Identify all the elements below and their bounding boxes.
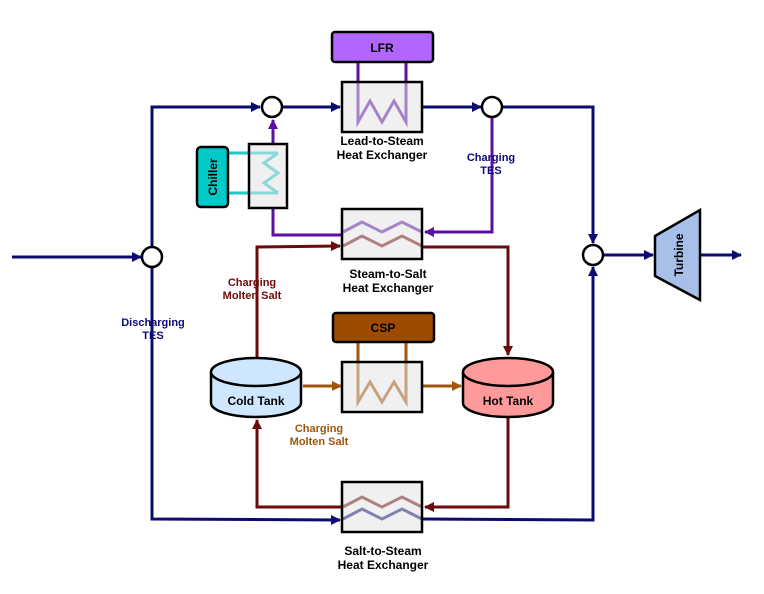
lfr-box: LFR: [330, 30, 435, 64]
junction-icon: [140, 245, 164, 269]
hot-tank-label: Hot Tank: [483, 394, 534, 408]
csp-label: CSP: [371, 321, 396, 335]
lfr-label: LFR: [370, 41, 394, 55]
cold-tank-label: Cold Tank: [227, 394, 284, 408]
turbine: Turbine: [653, 207, 702, 303]
charging-molten-salt-bottom-1: Charging: [295, 423, 343, 435]
chiller-label: Chiller: [206, 158, 220, 196]
heat-exchanger-icon: [340, 360, 424, 414]
charging-molten-salt-bottom-2: Molten Salt: [290, 436, 349, 448]
steam-salt-hx-label-2: Heat Exchanger: [343, 281, 434, 295]
turbine-label: Turbine: [672, 233, 686, 276]
heat-exchanger-icon: [340, 480, 424, 534]
salt-steam-hx-label-1: Salt-to-Steam: [344, 544, 421, 558]
purple-to-chiller-line: [271, 209, 343, 237]
junctions: [140, 95, 605, 269]
charging-tes-label-1: Charging: [467, 152, 515, 164]
cold-to-steam-salt-line: [255, 241, 341, 357]
discharging-line: [150, 268, 341, 525]
charging-molten-salt-top-1: Charging: [228, 277, 276, 289]
steam-salt-hx-label-1: Steam-to-Salt: [349, 267, 426, 281]
heat-exchanger-icon: [340, 207, 424, 261]
steam-salt-to-hot-line: [423, 245, 513, 356]
cold-tank: Cold Tank: [209, 356, 303, 419]
chiller-hx: [247, 142, 289, 210]
discharging-tes-label-1: Discharging: [121, 317, 185, 329]
salt-steam-to-cold-line: [252, 419, 343, 509]
return-line: [422, 266, 598, 522]
hot-tank: Hot Tank: [461, 356, 555, 419]
hot-to-salt-steam-line: [424, 417, 510, 512]
heat-exchanger-icon: [247, 142, 289, 210]
csp-box: CSP: [331, 311, 436, 344]
charging-tes-line: [424, 118, 494, 237]
line-to-right-junction: [503, 105, 598, 244]
lead-to-steam-hx: Lead-to-Steam Heat Exchanger: [337, 80, 428, 162]
line-to-top-junction: [150, 102, 261, 246]
lead-hx-label-2: Heat Exchanger: [337, 148, 428, 162]
junction-icon: [480, 95, 504, 119]
heat-exchanger-icon: [340, 80, 424, 134]
discharging-tes-label-2: TES: [142, 330, 163, 342]
turbine-icon: [653, 207, 702, 303]
junction-icon: [581, 243, 605, 267]
charging-tes-label-2: TES: [480, 165, 501, 177]
csp-hx: [340, 360, 424, 414]
steam-lines: [12, 102, 742, 525]
salt-steam-hx-label-2: Heat Exchanger: [338, 558, 429, 572]
lead-hx-label-1: Lead-to-Steam: [340, 134, 423, 148]
salt-to-steam-hx: Salt-to-Steam Heat Exchanger: [338, 480, 429, 572]
chiller-box: Chiller: [195, 145, 230, 209]
charging-molten-salt-top-2: Molten Salt: [223, 290, 282, 302]
steam-to-salt-hx: Steam-to-Salt Heat Exchanger: [340, 207, 434, 295]
junction-icon: [260, 95, 284, 119]
